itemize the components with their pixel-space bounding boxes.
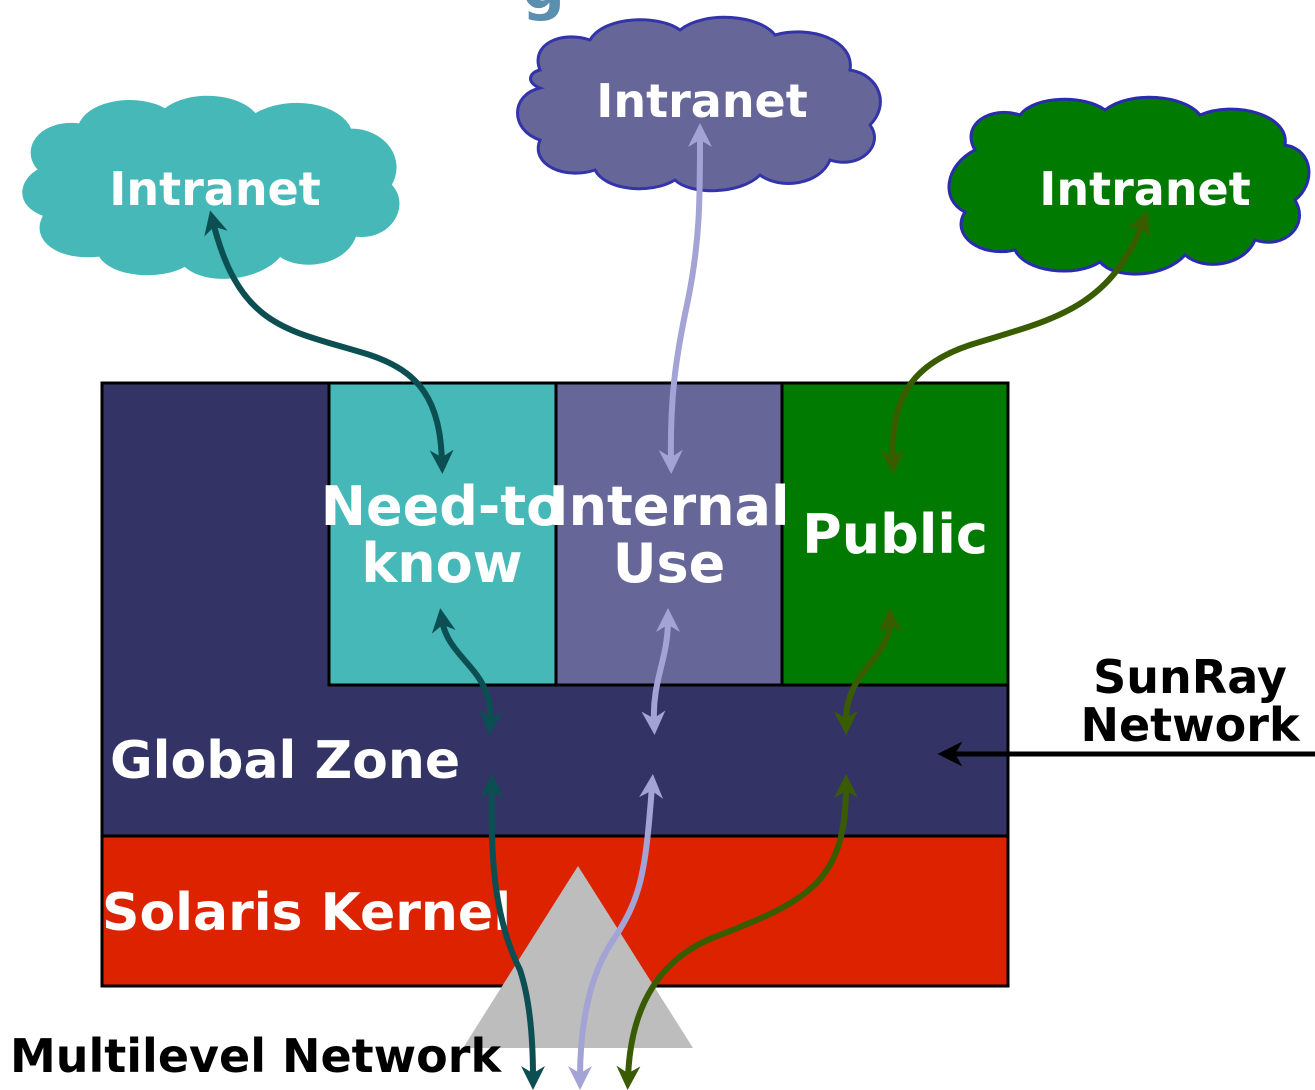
zone-public-label: Public [802,503,988,566]
cloud-center-shape [516,15,882,193]
arrow-public-to-global [833,608,902,735]
arrow-center-cloud-to-internal-use [658,123,712,474]
arrow-right-cloud-to-public [880,210,1151,474]
cloud-center-label: Intranet [596,74,808,128]
global-zone-label: Global Zone [110,731,460,791]
arrow-global-to-network-teal [479,774,545,1090]
cloud-right-label: Intranet [1039,162,1251,216]
zone-need-to-know-label-2: know [361,532,522,595]
title-fragment: g [522,0,565,23]
multilevel-network-label: Multilevel Network [10,1029,502,1083]
cloud-intranet-center: Intranet [516,15,882,193]
sunray-label-1: SunRay [1093,650,1287,704]
arrow-need-to-know-to-global [431,608,504,735]
arrow-internal-use-to-global [641,608,680,735]
arrow-left-cloud-to-need-to-know [204,210,454,474]
cloud-intranet-left: Intranet [22,95,400,279]
arrow-global-to-network-green [616,774,858,1090]
solaris-kernel-label: Solaris Kernel [102,883,511,943]
zone-internal-use-label-2: Use [613,532,726,595]
sunray-label-2: Network [1080,698,1300,752]
cloud-left-label: Intranet [109,162,321,216]
zone-need-to-know-label-1: Need-to [321,475,563,538]
zone-internal-use-label-1: Internal [549,475,790,538]
